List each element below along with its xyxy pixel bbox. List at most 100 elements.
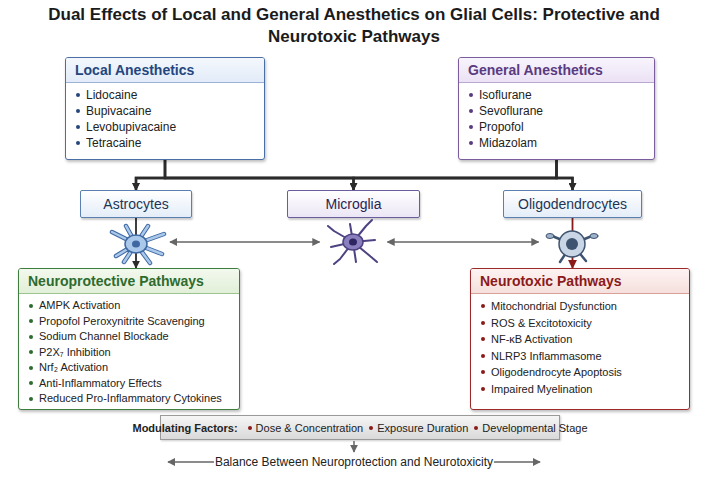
bullet-dot xyxy=(76,93,80,97)
list-item: Tetracaine xyxy=(76,135,254,151)
factor-text: Exposure Duration xyxy=(377,422,468,434)
item-text: Sodium Channel Blockade xyxy=(39,329,169,345)
list-item: Sevoflurane xyxy=(469,103,644,119)
item-text: Isoflurane xyxy=(479,87,532,103)
flow-connector xyxy=(136,160,557,190)
balance-arrow xyxy=(168,461,214,463)
bullet-dot xyxy=(481,321,485,325)
flow-connector xyxy=(557,160,573,190)
item-text: Reduced Pro-Inflammatory Cytokines xyxy=(39,391,222,407)
bullet-dot xyxy=(481,387,485,391)
flow-connector xyxy=(136,160,165,190)
item-text: Nrf₂ Activation xyxy=(39,360,108,376)
item-text: ROS & Excitotoxicity xyxy=(491,315,592,332)
box-heading: Neurotoxic Pathways xyxy=(471,269,689,294)
bullet-dot xyxy=(29,350,33,354)
flow-connector xyxy=(135,218,137,268)
item-text: Propofol xyxy=(479,119,524,135)
item-text: Bupivacaine xyxy=(86,103,151,119)
factor-item: Dose & Concentration xyxy=(248,422,364,434)
list-item: Lidocaine xyxy=(76,87,254,103)
item-text: Sevoflurane xyxy=(479,103,543,119)
flow-connector xyxy=(170,241,320,243)
item-text: Lidocaine xyxy=(86,87,137,103)
list-item: P2X₇ Inhibition xyxy=(29,345,229,361)
bullet-dot xyxy=(481,337,485,341)
bullet-dot xyxy=(469,141,473,145)
box-label: Astrocytes xyxy=(103,196,168,212)
box-heading: Neuroprotective Pathways xyxy=(19,269,239,294)
item-text: Oligodendrocyte Apoptosis xyxy=(491,364,622,381)
flow-connector xyxy=(165,160,573,190)
bullet-dot xyxy=(481,354,485,358)
bullet-dot xyxy=(469,125,473,129)
item-text: Anti-Inflammatory Effects xyxy=(39,376,162,392)
list-item: NLRP3 Inflammasome xyxy=(481,348,679,365)
pathway-box: Neuroprotective PathwaysAMPK ActivationP… xyxy=(18,268,240,410)
balance-arrow xyxy=(494,461,540,463)
note-label: Balance Between Neuroprotection and Neur… xyxy=(0,455,708,469)
drug-class-box: Local AnestheticsLidocaineBupivacaineLev… xyxy=(65,57,265,160)
diagram-title: Dual Effects of Local and General Anesth… xyxy=(24,4,684,48)
factor-item: Developmental Stage xyxy=(474,422,587,434)
list-item: Bupivacaine xyxy=(76,103,254,119)
list-item: Oligodendrocyte Apoptosis xyxy=(481,364,679,381)
bullet-dot xyxy=(469,93,473,97)
list-item: Mitochondrial Dysfunction xyxy=(481,298,679,315)
bullet-dot xyxy=(76,125,80,129)
item-text: Impaired Myelination xyxy=(491,381,593,398)
item-text: Mitochondrial Dysfunction xyxy=(491,298,617,315)
bullet-dot xyxy=(76,109,80,113)
list-item: ROS & Excitotoxicity xyxy=(481,315,679,332)
oligodendrocyte-illustration xyxy=(546,231,598,262)
box-heading: Local Anesthetics xyxy=(66,58,264,83)
bar-heading: Modulating Factors: xyxy=(132,422,237,434)
bullet-dot xyxy=(29,319,33,323)
bullet-dot xyxy=(29,397,33,401)
bullet-dot xyxy=(481,370,485,374)
astrocyte-illustration xyxy=(112,226,164,263)
item-text: Levobupivacaine xyxy=(86,119,176,135)
flow-connector xyxy=(165,160,354,190)
item-text: AMPK Activation xyxy=(39,298,120,314)
factor-bar: Modulating Factors:Dose & ConcentrationE… xyxy=(160,415,560,440)
item-text: Propofol Peroxynitrite Scavenging xyxy=(39,314,205,330)
item-list: LidocaineBupivacaineLevobupivacaineTetra… xyxy=(66,83,264,155)
factor-text: Dose & Concentration xyxy=(256,422,364,434)
bullet-dot xyxy=(29,304,33,308)
item-list: Mitochondrial DysfunctionROS & Excitotox… xyxy=(471,294,689,401)
cell-type-box: Astrocytes xyxy=(80,190,192,218)
item-list: AMPK ActivationPropofol Peroxynitrite Sc… xyxy=(19,294,239,410)
factor-text: Developmental Stage xyxy=(482,422,587,434)
list-item: Levobupivacaine xyxy=(76,119,254,135)
bullet-dot xyxy=(29,335,33,339)
list-item: Propofol Peroxynitrite Scavenging xyxy=(29,314,229,330)
list-item: Sodium Channel Blockade xyxy=(29,329,229,345)
list-item: Propofol xyxy=(469,119,644,135)
list-item: AMPK Activation xyxy=(29,298,229,314)
bullet-dot xyxy=(369,426,373,430)
item-text: P2X₇ Inhibition xyxy=(39,345,111,361)
bullet-dot xyxy=(76,141,80,145)
list-item: NF-κB Activation xyxy=(481,331,679,348)
list-item: Anti-Inflammatory Effects xyxy=(29,376,229,392)
item-text: NF-κB Activation xyxy=(491,331,572,348)
pathway-box: Neurotoxic PathwaysMitochondrial Dysfunc… xyxy=(470,268,690,410)
list-item: Isoflurane xyxy=(469,87,644,103)
bullet-dot xyxy=(481,304,485,308)
box-label: Microglia xyxy=(325,196,381,212)
bullet-dot xyxy=(474,426,478,430)
bullet-dot xyxy=(248,426,252,430)
cell-type-box: Oligodendrocytes xyxy=(503,190,642,218)
flow-connector xyxy=(388,241,539,243)
item-text: Tetracaine xyxy=(86,135,141,151)
factor-item: Exposure Duration xyxy=(369,422,468,434)
item-list: IsofluraneSevofluranePropofolMidazolam xyxy=(459,83,654,155)
flow-arrow xyxy=(353,441,355,452)
drug-class-box: General AnestheticsIsofluraneSevoflurane… xyxy=(458,57,655,160)
microglia-illustration xyxy=(328,220,377,264)
flow-connector xyxy=(572,218,574,268)
item-text: NLRP3 Inflammasome xyxy=(491,348,602,365)
list-item: Nrf₂ Activation xyxy=(29,360,229,376)
